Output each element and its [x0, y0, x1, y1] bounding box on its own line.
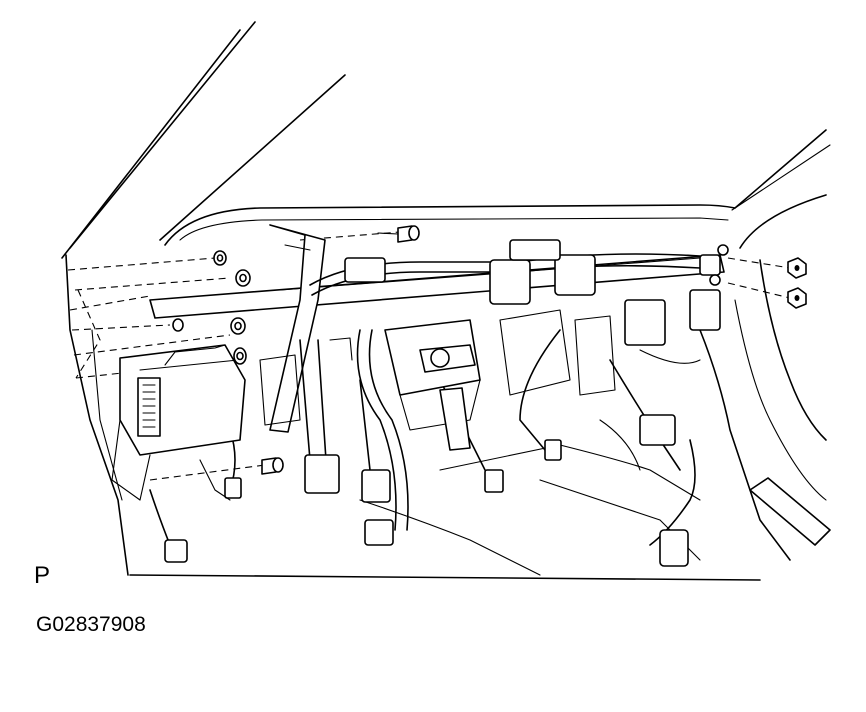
bolt-icon — [172, 318, 184, 332]
bolt-icon — [233, 347, 247, 365]
connector-icon — [224, 477, 242, 499]
harness-connectors — [164, 239, 721, 567]
view-label: P — [34, 562, 51, 589]
connector-icon — [344, 257, 386, 283]
electronic-control-unit-icon — [111, 344, 246, 501]
nuts — [709, 244, 807, 309]
connector-icon — [509, 239, 561, 261]
brake-pedal-icon — [299, 339, 831, 546]
connector-icon — [484, 469, 504, 493]
panel-details — [199, 309, 701, 501]
connector-icon — [544, 439, 562, 461]
connector-icon — [554, 254, 596, 296]
bolt-icon — [230, 317, 246, 335]
nut-icon — [787, 257, 807, 279]
connector-icon — [364, 519, 394, 546]
bolt-icon — [261, 457, 284, 475]
connector-icon — [164, 539, 188, 563]
connector-icon — [489, 259, 531, 305]
floor-contour — [129, 444, 761, 581]
figure-code: G02837908 — [36, 613, 146, 636]
bolt-icon — [377, 225, 420, 243]
bolts — [172, 225, 420, 475]
connector-icon — [659, 529, 689, 567]
bolt-icon — [717, 244, 729, 256]
steering-column-icon — [384, 319, 481, 451]
dashboard-contour — [164, 129, 831, 561]
bolt-icon — [709, 274, 721, 286]
connector-icon — [689, 289, 721, 331]
nut-icon — [787, 287, 807, 309]
bolt-icon — [213, 250, 227, 266]
connector-icon — [699, 254, 721, 276]
bolt-icon — [235, 269, 251, 287]
connector-icon — [624, 299, 666, 346]
a-pillar-lines — [61, 21, 346, 576]
connector-icon — [639, 414, 676, 446]
